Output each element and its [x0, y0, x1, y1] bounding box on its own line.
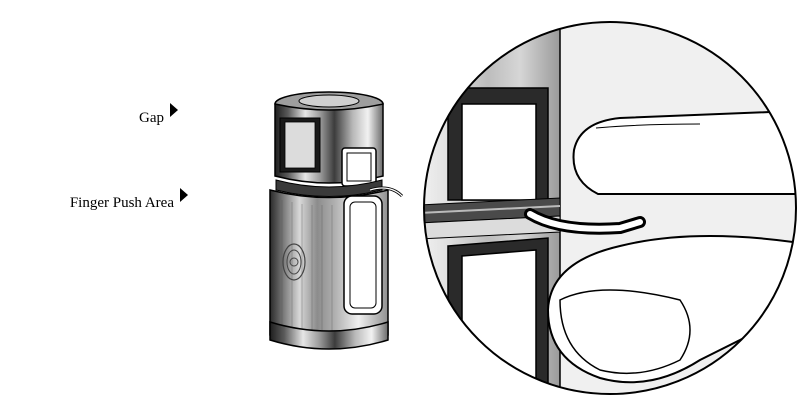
pointer-arrow-icon [180, 187, 188, 202]
finger-push-area-label: Finger Push Area [69, 187, 188, 212]
gap-label: Gap [139, 102, 178, 127]
zoom-detail [423, 21, 797, 395]
finger-push-area-label-text: Finger Push Area [69, 194, 174, 211]
gap-label-text: Gap [139, 109, 164, 126]
device [269, 91, 404, 350]
pointer-arrow-icon [170, 102, 178, 117]
